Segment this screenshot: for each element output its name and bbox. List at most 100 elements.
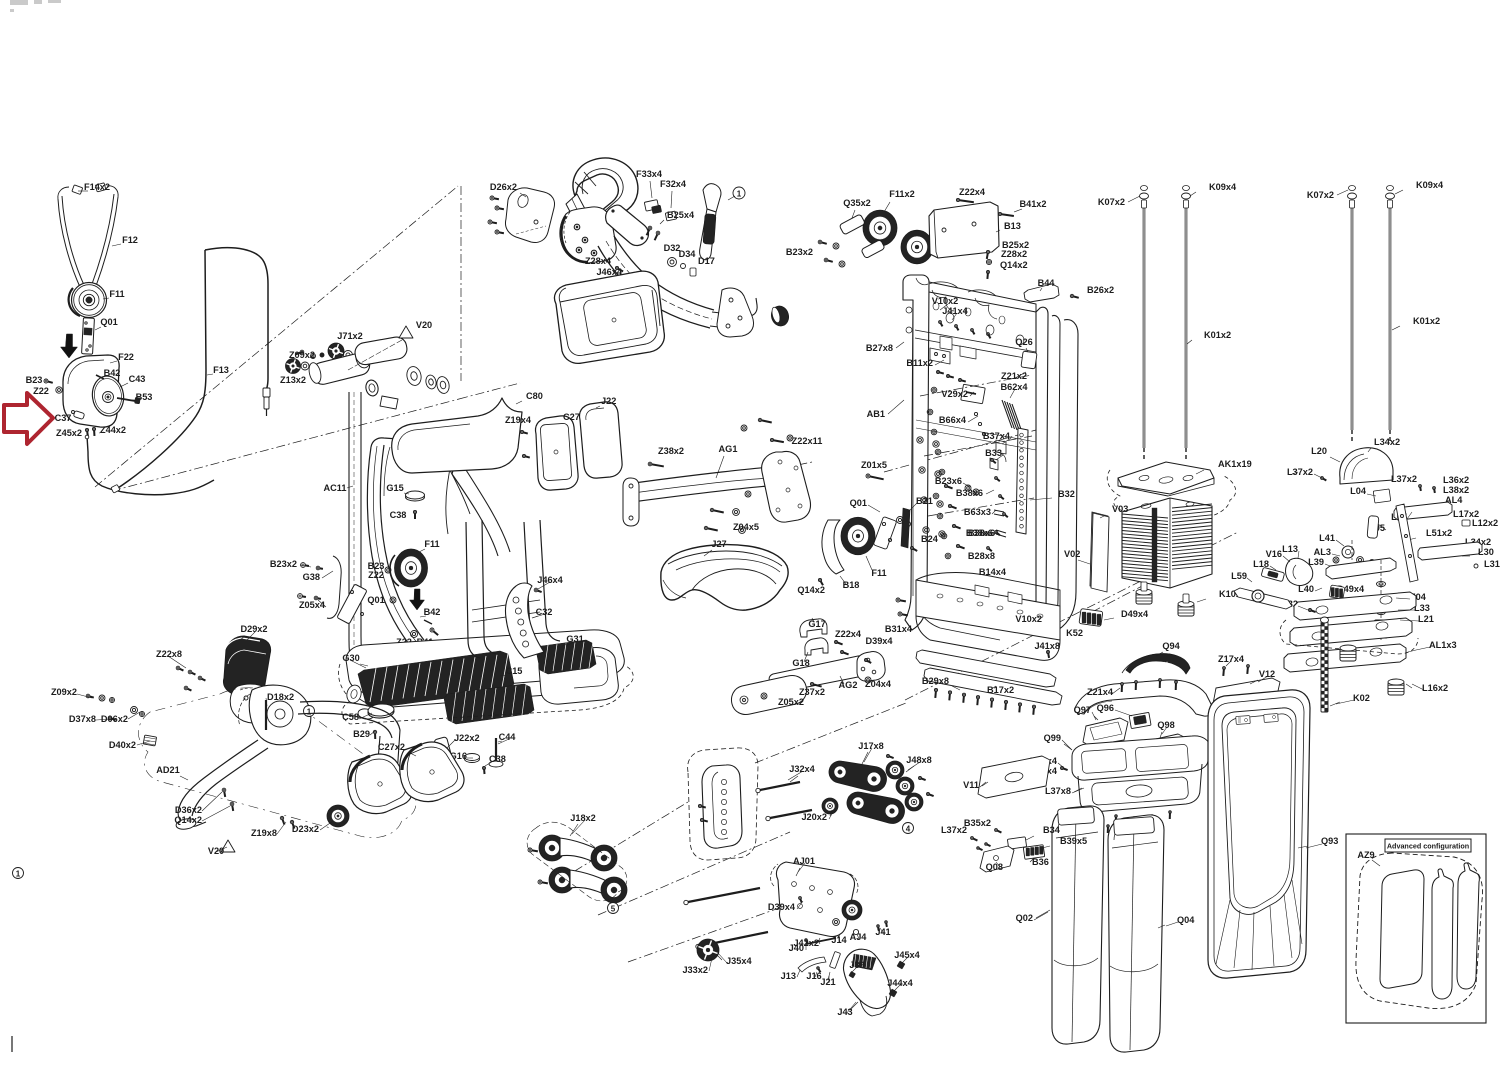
svg-text:Q26: Q26 xyxy=(1015,337,1032,347)
svg-text:Q01: Q01 xyxy=(100,317,117,327)
svg-text:Z01x5: Z01x5 xyxy=(861,460,887,470)
svg-text:B14x4: B14x4 xyxy=(979,567,1007,577)
svg-text:Z21x2: Z21x2 xyxy=(1001,371,1027,381)
svg-text:F14x2: F14x2 xyxy=(84,182,110,192)
svg-text:V29x2: V29x2 xyxy=(941,389,968,399)
svg-text:Q02: Q02 xyxy=(1016,913,1033,923)
svg-text:C37: C37 xyxy=(55,413,72,423)
svg-text:V02: V02 xyxy=(1064,549,1080,559)
svg-text:L31: L31 xyxy=(1484,559,1500,569)
svg-text:F11: F11 xyxy=(871,568,886,578)
svg-text:V12: V12 xyxy=(1259,669,1275,679)
svg-text:Q97: Q97 xyxy=(1074,705,1091,715)
svg-text:D40x2: D40x2 xyxy=(109,740,136,750)
svg-text:Q93: Q93 xyxy=(1321,836,1338,846)
svg-text:B21: B21 xyxy=(916,496,933,506)
svg-text:Z22x4: Z22x4 xyxy=(835,629,862,639)
svg-text:L36x2: L36x2 xyxy=(1443,475,1469,485)
svg-text:B31x4: B31x4 xyxy=(885,624,913,634)
svg-text:Z22x8: Z22x8 xyxy=(156,649,182,659)
svg-text:B29x8: B29x8 xyxy=(922,676,949,686)
svg-text:L18: L18 xyxy=(1253,559,1269,569)
svg-text:L04: L04 xyxy=(1350,486,1367,496)
svg-text:B27x8: B27x8 xyxy=(866,343,893,353)
svg-text:C43: C43 xyxy=(129,374,146,384)
svg-text:G18: G18 xyxy=(792,658,809,668)
svg-text:L37x2: L37x2 xyxy=(1391,474,1417,484)
svg-text:L21: L21 xyxy=(1418,614,1434,624)
svg-text:Z38x2: Z38x2 xyxy=(658,446,684,456)
svg-text:Z09x2: Z09x2 xyxy=(51,687,77,697)
svg-text:L37x2: L37x2 xyxy=(941,825,967,835)
svg-text:B17x2: B17x2 xyxy=(987,685,1014,695)
svg-text:AB1: AB1 xyxy=(867,409,885,419)
svg-text:B26x2: B26x2 xyxy=(1087,285,1114,295)
svg-text:F11: F11 xyxy=(109,289,124,299)
svg-text:B23: B23 xyxy=(26,375,43,385)
svg-text:Z28x4: Z28x4 xyxy=(585,256,612,266)
svg-text:B13: B13 xyxy=(1004,221,1021,231)
svg-text:L30: L30 xyxy=(1478,547,1494,557)
svg-text:J27: J27 xyxy=(711,539,726,549)
svg-text:B23x6: B23x6 xyxy=(935,476,962,486)
svg-text:Z22: Z22 xyxy=(368,570,384,580)
svg-text:XIRTAM: XIRTAM xyxy=(1148,661,1169,668)
svg-text:AC11: AC11 xyxy=(324,483,347,493)
svg-text:F22: F22 xyxy=(118,352,134,362)
svg-text:Advanced configuration: Advanced configuration xyxy=(1387,842,1469,851)
svg-text:V20: V20 xyxy=(208,846,224,856)
svg-text:J46x4: J46x4 xyxy=(537,575,563,585)
svg-text:K07x2: K07x2 xyxy=(1307,190,1334,200)
svg-text:D18x2: D18x2 xyxy=(267,692,294,702)
svg-text:D29x2: D29x2 xyxy=(240,624,267,634)
svg-text:V03: V03 xyxy=(1112,504,1128,514)
svg-text:V16: V16 xyxy=(1266,549,1282,559)
svg-text:Z44x2: Z44x2 xyxy=(100,425,126,435)
svg-text:Z19x8: Z19x8 xyxy=(251,828,277,838)
svg-text:B24: B24 xyxy=(921,534,939,544)
svg-text:L51x2: L51x2 xyxy=(1426,528,1452,538)
svg-text:Q14x2: Q14x2 xyxy=(174,815,202,825)
svg-text:G15: G15 xyxy=(386,483,403,493)
svg-text:J20x2: J20x2 xyxy=(801,812,827,822)
svg-text:B41x2: B41x2 xyxy=(1019,199,1046,209)
svg-text:G30: G30 xyxy=(342,653,359,663)
svg-text:Z22x11: Z22x11 xyxy=(792,436,823,446)
svg-text:B39x5: B39x5 xyxy=(1060,836,1087,846)
svg-text:L16x2: L16x2 xyxy=(1422,683,1448,693)
svg-text:B25x4: B25x4 xyxy=(667,210,695,220)
svg-text:J71x2: J71x2 xyxy=(337,331,363,341)
svg-text:J13: J13 xyxy=(781,971,796,981)
svg-text:K01x2: K01x2 xyxy=(1413,316,1440,326)
svg-text:J44x4: J44x4 xyxy=(887,978,913,988)
svg-text:F32x4: F32x4 xyxy=(660,179,687,189)
svg-text:B34: B34 xyxy=(1043,825,1061,835)
svg-text:V10x2: V10x2 xyxy=(932,296,959,306)
svg-text:B35x2: B35x2 xyxy=(964,818,991,828)
svg-text:B44: B44 xyxy=(1038,278,1056,288)
svg-text:F12: F12 xyxy=(122,235,138,245)
svg-text:V20: V20 xyxy=(416,320,432,330)
svg-text:B63x3: B63x3 xyxy=(964,507,991,517)
svg-text:F13: F13 xyxy=(213,365,229,375)
svg-text:AD21: AD21 xyxy=(156,765,180,775)
svg-text:L59: L59 xyxy=(1231,571,1247,581)
svg-text:Q96: Q96 xyxy=(1097,703,1114,713)
svg-text:F11: F11 xyxy=(424,539,439,549)
svg-text:L37x2: L37x2 xyxy=(1287,467,1313,477)
svg-text:B29: B29 xyxy=(353,729,370,739)
svg-text:AK1x19: AK1x19 xyxy=(1218,459,1252,469)
svg-text:B36: B36 xyxy=(1032,857,1049,867)
svg-text:B28x8: B28x8 xyxy=(968,551,995,561)
svg-text:J41x4: J41x4 xyxy=(942,306,968,316)
svg-text:D34: D34 xyxy=(679,249,697,259)
svg-text:K09x4: K09x4 xyxy=(1416,180,1444,190)
svg-text:L34x2: L34x2 xyxy=(1374,437,1400,447)
svg-text:C27x2: C27x2 xyxy=(378,742,405,752)
svg-text:B32: B32 xyxy=(1058,489,1075,499)
svg-text:1: 1 xyxy=(16,870,21,879)
svg-text:F33x4: F33x4 xyxy=(636,169,663,179)
svg-text:Q08: Q08 xyxy=(986,862,1003,872)
svg-text:C15: C15 xyxy=(506,666,523,676)
svg-text:L13: L13 xyxy=(1282,544,1298,554)
